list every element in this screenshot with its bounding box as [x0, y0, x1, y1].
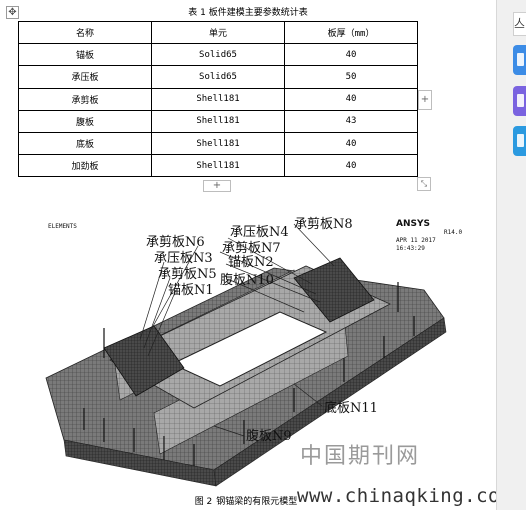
right-sidebar [496, 0, 526, 510]
table-row: 锚板 Solid65 40 [18, 43, 418, 67]
label-n5: 承剪板N5 [158, 266, 217, 282]
table-cell[interactable]: 锚板 [18, 43, 152, 67]
table-cell[interactable]: Solid65 [151, 65, 285, 89]
add-row-button[interactable]: + [203, 180, 231, 192]
document-icon [517, 94, 524, 107]
label-n4: 承压板N4 [230, 225, 289, 240]
table-cell[interactable]: Shell181 [151, 154, 285, 178]
label-n1: 锚板N1 [168, 283, 214, 298]
table-row: 承压板 Solid65 50 [18, 65, 418, 89]
table-row: 底板 Shell181 40 [18, 131, 418, 156]
label-n9: 腹板N9 [246, 428, 292, 444]
label-n6: 承剪板N6 [146, 234, 205, 250]
leader-lines [139, 223, 335, 437]
label-n10: 腹板N10 [220, 272, 274, 288]
label-n2: 锚板N2 [228, 255, 274, 270]
ansys-logo: ANSYS [396, 219, 430, 229]
bottom-plate-side-shape [213, 317, 447, 487]
table-caption: 表 1 板件建模主要参数统计表 [188, 8, 308, 18]
sidebar-cyan-button[interactable] [513, 126, 526, 156]
parameter-table: 名称 单元 板厚（mm） 锚板 Solid65 40 承压板 Solid65 5… [18, 20, 418, 178]
table-cell[interactable]: 承剪板 [18, 87, 152, 111]
table-cell[interactable]: 腹板 [18, 109, 152, 133]
table-row: 腹板 Shell181 43 [18, 109, 418, 133]
document-icon [517, 53, 524, 66]
table-cell[interactable]: 加劲板 [18, 154, 152, 178]
label-n7: 承剪板N7 [222, 240, 281, 256]
label-n11: 底板N11 [324, 400, 378, 416]
table-cell[interactable]: 40 [284, 131, 418, 156]
elements-label: ELEMENTS [48, 223, 77, 230]
table-row: 承剪板 Shell181 40 [18, 87, 418, 111]
table-cell[interactable]: Shell181 [151, 87, 285, 111]
ansys-version: R14.0 [444, 229, 462, 236]
table-cell[interactable]: 承压板 [18, 65, 152, 89]
table-cell[interactable]: 40 [284, 154, 418, 178]
table-cell[interactable]: Shell181 [151, 109, 285, 133]
document-icon [517, 134, 524, 147]
table-cell[interactable]: 50 [284, 65, 418, 89]
watermark-chinese: 中国期刊网 [300, 444, 421, 469]
table-cell[interactable]: 底板 [18, 131, 152, 156]
table-resize-handle[interactable]: ⤡ [417, 177, 431, 191]
label-n3: 承压板N3 [154, 251, 213, 266]
table-header-cell[interactable]: 单元 [151, 20, 285, 45]
table-cell[interactable]: 40 [284, 87, 418, 111]
watermark-url: www.chinaqking.com [297, 485, 512, 507]
table-move-icon[interactable]: ✥ [6, 6, 19, 19]
table-cell[interactable]: 43 [284, 109, 418, 133]
table-cell[interactable]: Solid65 [151, 43, 285, 67]
document-page: ✥ 表 1 板件建模主要参数统计表 名称 单元 板厚（mm） 锚板 Solid6… [0, 6, 512, 507]
table-header-cell[interactable]: 板厚（mm） [284, 20, 418, 45]
add-column-button[interactable]: + [418, 90, 432, 110]
sidebar-blue-button[interactable] [513, 45, 526, 75]
ansys-date: APR 11 2017 [396, 237, 436, 244]
table-header-cell[interactable]: 名称 [18, 20, 152, 45]
anchor-block-left-shape [103, 325, 185, 397]
ansys-time: 16:43:29 [396, 245, 425, 252]
table-row: 加劲板 Shell181 40 [18, 154, 418, 178]
sidebar-top-icon[interactable]: 亼 [513, 12, 526, 36]
anchor-block-right-shape [293, 257, 375, 323]
top-opening-shape [170, 311, 328, 387]
table-cell[interactable]: 40 [284, 43, 418, 67]
stiffener-plates-shape [83, 282, 415, 466]
finite-element-model-image: ELEMENTS ANSYS R14.0 APR 11 2017 16:43:2… [45, 216, 462, 487]
table-cell[interactable]: Shell181 [151, 131, 285, 156]
sidebar-purple-button[interactable] [513, 86, 526, 116]
figure-caption-text: 钢锚梁的有限元模型 [216, 497, 298, 507]
label-n8: 承剪板N8 [294, 216, 353, 232]
table-header-row: 名称 单元 板厚（mm） [18, 20, 418, 45]
figure-caption-label: 图 2 [194, 497, 213, 507]
